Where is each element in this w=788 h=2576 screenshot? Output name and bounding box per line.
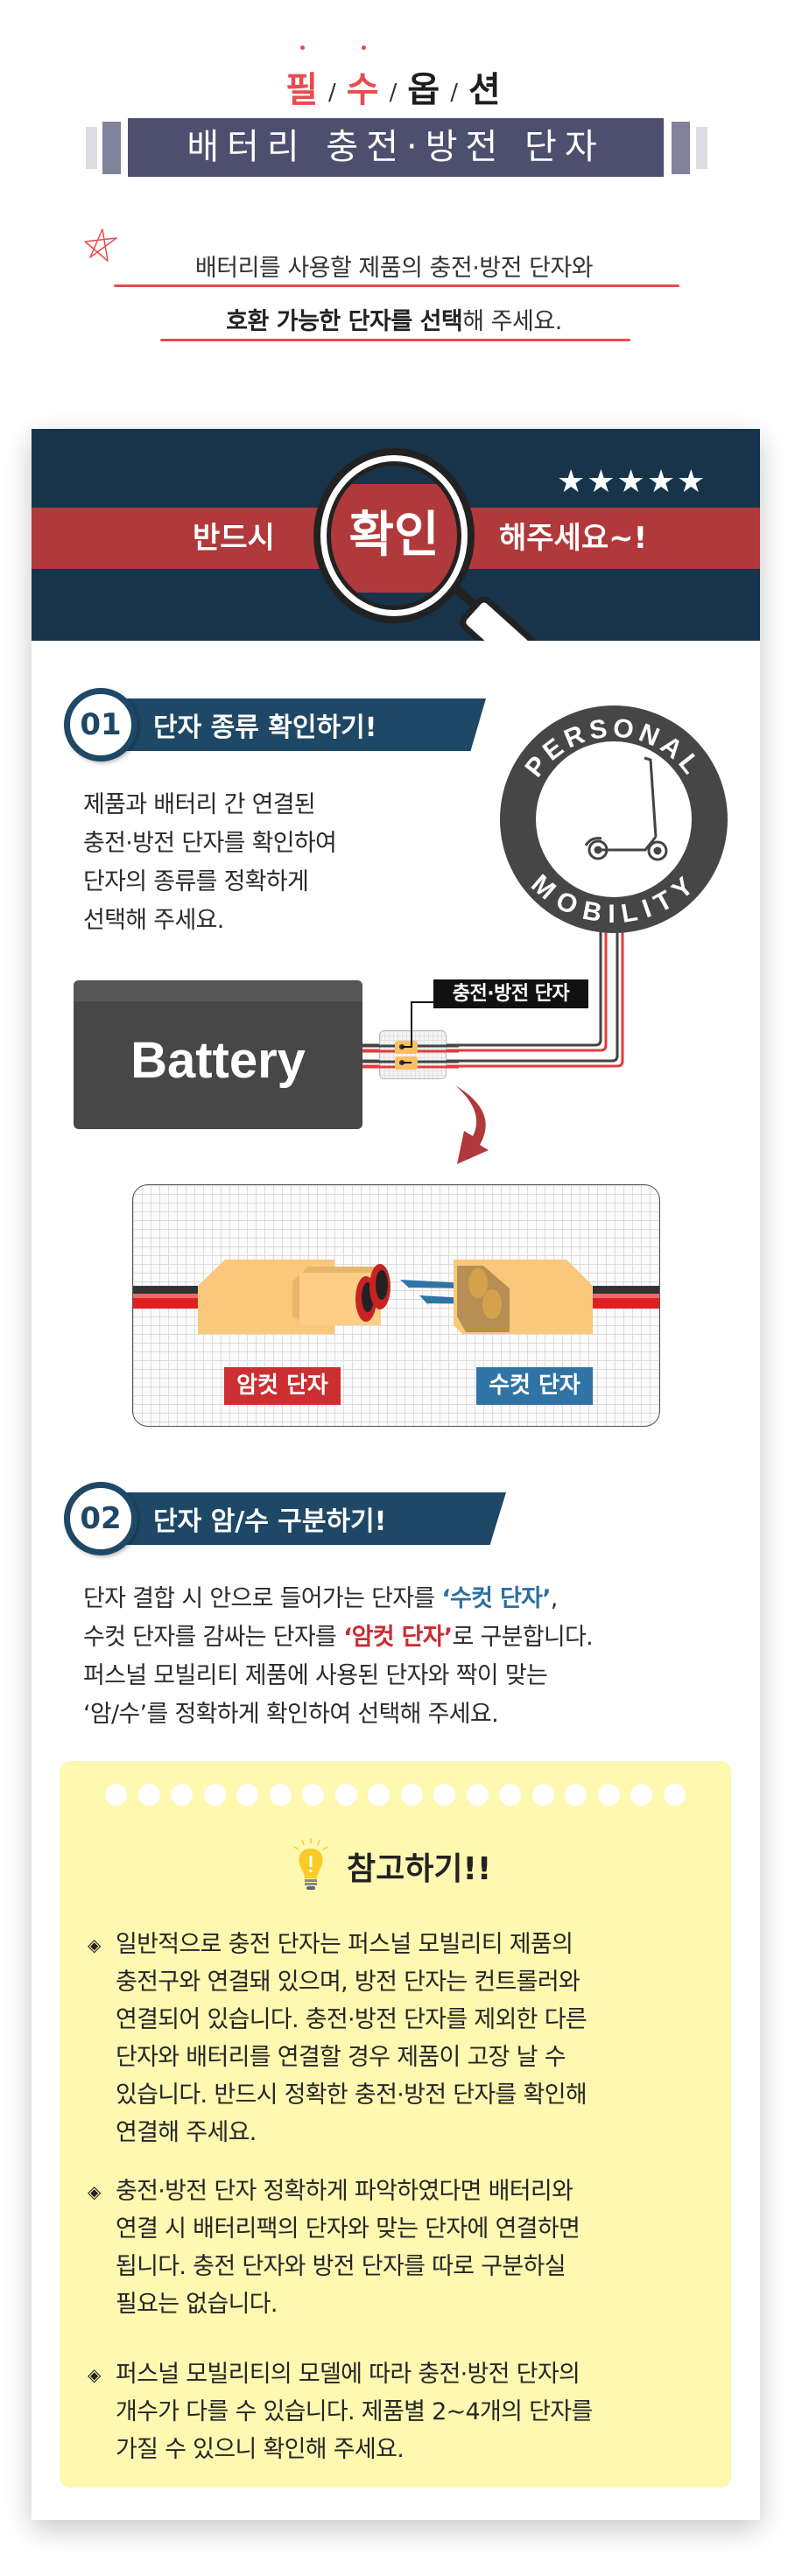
text-run: 로 구분합니다.	[452, 1624, 594, 1651]
kicker-char: 수	[346, 46, 381, 112]
page-title: 배터리 충전·방전 단자	[128, 118, 664, 177]
kicker-char: 션	[468, 61, 503, 112]
banner-left-text: 반드시	[193, 521, 275, 556]
battery-illustration: Battery	[74, 980, 362, 1129]
xt-connector-illustration	[133, 1260, 659, 1334]
note-dots-decoration	[60, 1784, 731, 1806]
lightbulb-icon	[293, 1838, 328, 1890]
terminal-label: 충전·방전 단자	[433, 979, 588, 1008]
diamond-bullet-icon: ◈	[88, 2364, 102, 2385]
rating-stars-icon: ★★★★★	[557, 464, 707, 500]
subtitle-bold: 호환 가능한 단자를 선택	[226, 308, 463, 335]
emphasis-dot	[361, 46, 366, 50]
bullet-line: 연결 시 배터리팩의 단자와 맞는 단자에 연결하면	[116, 2215, 580, 2243]
title-side-bar	[696, 127, 707, 169]
bullet-line: 됩니다. 충전 단자와 방전 단자를 따로 구분하실	[116, 2253, 566, 2280]
step1-body: 제품과 배터리 간 연결된 충전·방전 단자를 확인하여 단자의 종류를 정확하…	[83, 786, 337, 940]
title-side-bar	[672, 122, 690, 174]
wiring-diagram	[350, 910, 624, 1068]
bullet-line: 연결해 주세요.	[116, 2119, 257, 2146]
text-run: ,	[550, 1585, 559, 1612]
emphasis-dot	[300, 46, 306, 50]
bullet-text: 퍼스널 모빌리티의 모델에 따라 충전·방전 단자의 개수가 다를 수 있습니다…	[116, 2355, 593, 2468]
bullet-line: 일반적으로 충전 단자는 퍼스널 모빌리티 제품의	[116, 1931, 573, 1958]
kicker-char: 필	[285, 46, 320, 112]
body-line: ‘암/수’를 정확하게 확인하여 선택해 주세요.	[83, 1701, 499, 1728]
body-line: 선택해 주세요.	[83, 907, 224, 934]
kicker-char-text: 필	[285, 70, 320, 110]
body-line: 단자의 종류를 정확하게	[83, 868, 309, 895]
subtitle-line-1: 배터리를 사용할 제품의 충전·방전 단자와	[194, 255, 594, 282]
bullet-text: 충전·방전 단자 정확하게 파악하였다면 배터리와 연결 시 배터리팩의 단자와…	[116, 2172, 580, 2323]
bullet-line: 퍼스널 모빌리티의 모델에 따라 충전·방전 단자의	[116, 2361, 580, 2388]
terminal-connectors	[362, 1001, 459, 1070]
curved-arrow-icon	[455, 1085, 489, 1164]
note-box: 참고하기!! ◈ 일반적으로 충전 단자는 퍼스널 모빌리티 제품의 충전구와 …	[60, 1761, 731, 2488]
svg-text:PERSONAL: PERSONAL	[519, 713, 707, 783]
kicker-char-text: 옵	[407, 70, 442, 110]
magnifier-icon	[313, 448, 549, 641]
bullet-line: 개수가 다를 수 있습니다. 제품별 2~4개의 단자를	[116, 2398, 593, 2425]
body-line: 수컷 단자를 감싸는 단자를 ‘암컷 단자’로 구분합니다.	[83, 1618, 594, 1657]
note-title: 참고하기!!	[347, 1851, 492, 1887]
battery-top	[74, 980, 362, 1001]
male-highlight: ‘수컷 단자’	[441, 1585, 551, 1612]
step2-number-badge: 02	[64, 1482, 137, 1555]
banner-right-text: 해주세요~!	[499, 521, 648, 556]
bullet-line: 연결되어 있습니다. 충전·방전 단자를 제외한 다른	[116, 2006, 587, 2033]
title-side-bar	[86, 127, 97, 169]
step1-band	[103, 698, 486, 751]
female-highlight: ‘암컷 단자’	[343, 1624, 453, 1651]
text-run: 수컷 단자를 감싸는 단자를	[83, 1624, 344, 1651]
step2-body: 단자 결합 시 안으로 들어가는 단자를 ‘수컷 단자’, 수컷 단자를 감싸는…	[83, 1580, 594, 1734]
subtitle-rest: 해 주세요.	[462, 308, 562, 335]
bullet-line: 충전·방전 단자 정확하게 파악하였다면 배터리와	[116, 2178, 573, 2205]
confirm-banner: 반드시 해주세요~! ★★★★★ 확인	[32, 429, 760, 641]
body-line: 단자 결합 시 안으로 들어가는 단자를 ‘수컷 단자’,	[83, 1580, 593, 1618]
text-run: 단자 결합 시 안으로 들어가는 단자를	[83, 1585, 442, 1612]
body-line: 충전·방전 단자를 확인하여	[83, 830, 337, 857]
bullet-line: 필요는 없습니다.	[116, 2291, 278, 2318]
male-terminal-label: 수컷 단자	[476, 1367, 593, 1405]
step1-number-badge: 01	[64, 688, 137, 762]
body-line: 퍼스널 모빌리티 제품에 사용된 단자와 짝이 맞는	[83, 1662, 548, 1689]
kicker-separator: /	[328, 80, 338, 106]
subtitle-underline	[114, 284, 679, 287]
battery-label: Battery	[130, 1032, 306, 1089]
body-line: 제품과 배터리 간 연결된	[83, 791, 316, 818]
kicker-separator: /	[389, 80, 399, 106]
subtitle-underline	[160, 339, 630, 341]
svg-text:MOBILITY: MOBILITY	[525, 869, 702, 929]
kicker-char-text: 션	[468, 70, 503, 110]
female-terminal-label: 암컷 단자	[224, 1367, 341, 1405]
badge-text-ring: PERSONAL MOBILITY	[519, 713, 707, 929]
step2-band	[103, 1492, 506, 1545]
kicker-separator: /	[450, 80, 460, 106]
diamond-bullet-icon: ◈	[88, 2181, 102, 2202]
kicker-char: 옵	[407, 61, 441, 112]
kicker-char-text: 수	[346, 70, 381, 110]
badge-inner	[536, 741, 692, 897]
bullet-text: 일반적으로 충전 단자는 퍼스널 모빌리티 제품의 충전구와 연결돼 있으며, …	[116, 1926, 587, 2151]
subtitle-line-2: 호환 가능한 단자를 선택해 주세요.	[0, 302, 788, 336]
scooter-icon	[584, 756, 668, 861]
terminal-connector-box	[379, 1030, 447, 1079]
bullet-line: 충전구와 연결돼 있으며, 방전 단자는 컨트롤러와	[116, 1969, 580, 1996]
bullet-line: 가질 수 있으니 확인해 주세요.	[116, 2436, 405, 2463]
title-side-bar	[102, 122, 121, 174]
kicker-heading: 필 / 수 / 옵 / 션	[0, 46, 788, 112]
star-doodle-icon	[84, 228, 117, 262]
step2-title: 단자 암/수 구분하기!	[153, 1506, 387, 1537]
banner-center-text: 확인	[348, 507, 440, 564]
bullet-line: 단자와 배터리를 연결할 경우 제품이 고장 날 수	[116, 2044, 566, 2071]
step1-title: 단자 종류 확인하기!	[153, 712, 377, 743]
diamond-bullet-icon: ◈	[88, 1934, 102, 1955]
bullet-line: 있습니다. 반드시 정확한 충전·방전 단자를 확인해	[116, 2081, 587, 2109]
